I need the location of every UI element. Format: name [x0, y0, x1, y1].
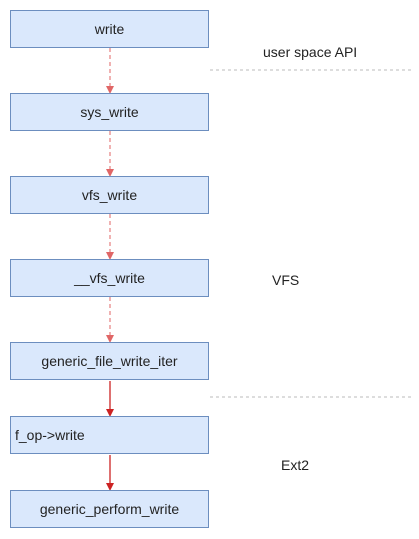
region-label-user-space: user space API: [263, 44, 358, 60]
node-sys-write-label: sys_write: [80, 104, 139, 120]
node-write: write: [10, 10, 209, 48]
node-f-op-write: f_op->write: [10, 416, 209, 454]
node-write-label: write: [94, 21, 125, 37]
node-generic-file-write-iter: generic_file_write_iter: [10, 342, 209, 380]
node-f-op-write-label: f_op->write: [15, 427, 85, 443]
node-sys-write: sys_write: [10, 93, 209, 131]
node-underscore-vfs-write: __vfs_write: [10, 259, 209, 297]
node-generic-file-write-iter-label: generic_file_write_iter: [41, 353, 178, 369]
node-generic-perform-write: generic_perform_write: [10, 490, 209, 528]
node-vfs-write-label: vfs_write: [81, 187, 138, 203]
node-underscore-vfs-write-label: __vfs_write: [74, 270, 145, 286]
region-label-ext2: Ext2: [281, 457, 310, 473]
node-vfs-write: vfs_write: [10, 176, 209, 214]
region-label-vfs: VFS: [272, 272, 300, 288]
node-generic-perform-write-label: generic_perform_write: [39, 501, 180, 517]
